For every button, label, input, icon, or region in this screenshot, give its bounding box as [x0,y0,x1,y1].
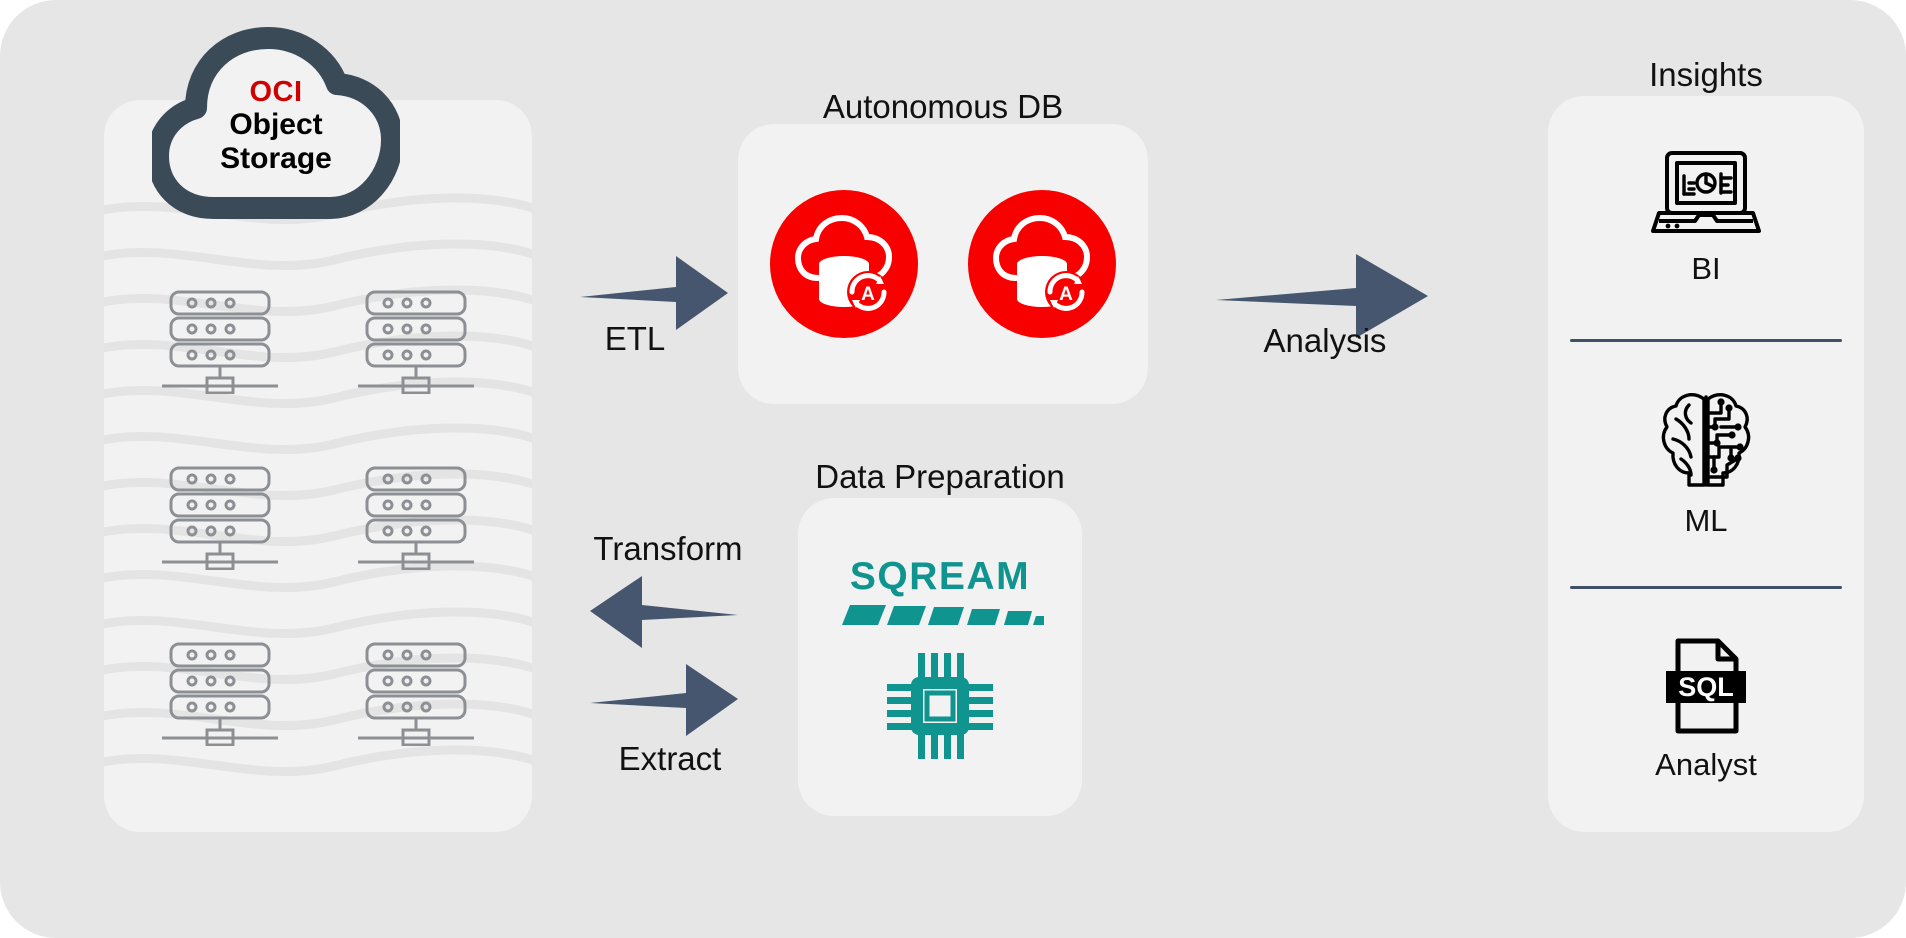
insight-label-ml: ML [1684,502,1728,538]
etl-label: ETL [604,320,666,357]
sql-file-icon: SQL [1666,638,1746,734]
transform-label: Transform [593,530,743,567]
insight-item-analyst[interactable]: SQL Analyst [1548,589,1864,832]
extract-label: Extract [618,740,722,777]
server-rack-icon [162,290,278,394]
svg-text:A: A [1059,284,1073,305]
data-preparation-card: SQREAM [798,498,1082,816]
insight-label-bi: BI [1691,250,1721,286]
object-storage-card [104,100,532,832]
insights-divider [1570,585,1842,589]
oci-cloud-icon [152,27,400,219]
autonomous-db-title: Autonomous DB [822,88,1064,125]
server-rack-icon [162,466,278,570]
data-preparation-title: Data Preparation [815,458,1065,495]
laptop-analytics-icon [1651,150,1761,233]
extract-arrow-icon [590,664,738,736]
server-rack-icon [358,290,474,394]
ai-brain-icon [1661,393,1751,487]
server-rack-grid [104,290,532,746]
svg-text:SQREAM: SQREAM [850,555,1030,598]
analysis-arrow-icon [1216,254,1428,338]
server-rack-icon [358,642,474,746]
autonomous-db-icon-group: A [738,124,1148,404]
autonomous-database-icon: A [968,190,1116,338]
etl-arrow-icon [580,256,728,330]
cpu-chip-icon [887,653,993,759]
sqream-logo: SQREAM [842,555,1044,625]
server-rack-icon [358,466,474,570]
server-rack-icon [162,642,278,746]
insight-item-ml[interactable]: ML [1548,342,1864,585]
insights-title: Insights [1649,56,1763,93]
transform-arrow-icon [590,576,738,648]
insights-card: BI [1548,96,1864,832]
autonomous-db-card: A [738,124,1148,404]
svg-text:A: A [861,284,875,305]
insights-divider [1570,339,1842,343]
autonomous-database-icon: A [770,190,918,338]
insight-item-bi[interactable]: BI [1548,96,1864,339]
insight-label-analyst: Analyst [1655,747,1757,783]
analysis-label: Analysis [1263,322,1387,359]
wave-pattern-decoration [104,193,532,777]
svg-text:SQL: SQL [1678,672,1734,702]
